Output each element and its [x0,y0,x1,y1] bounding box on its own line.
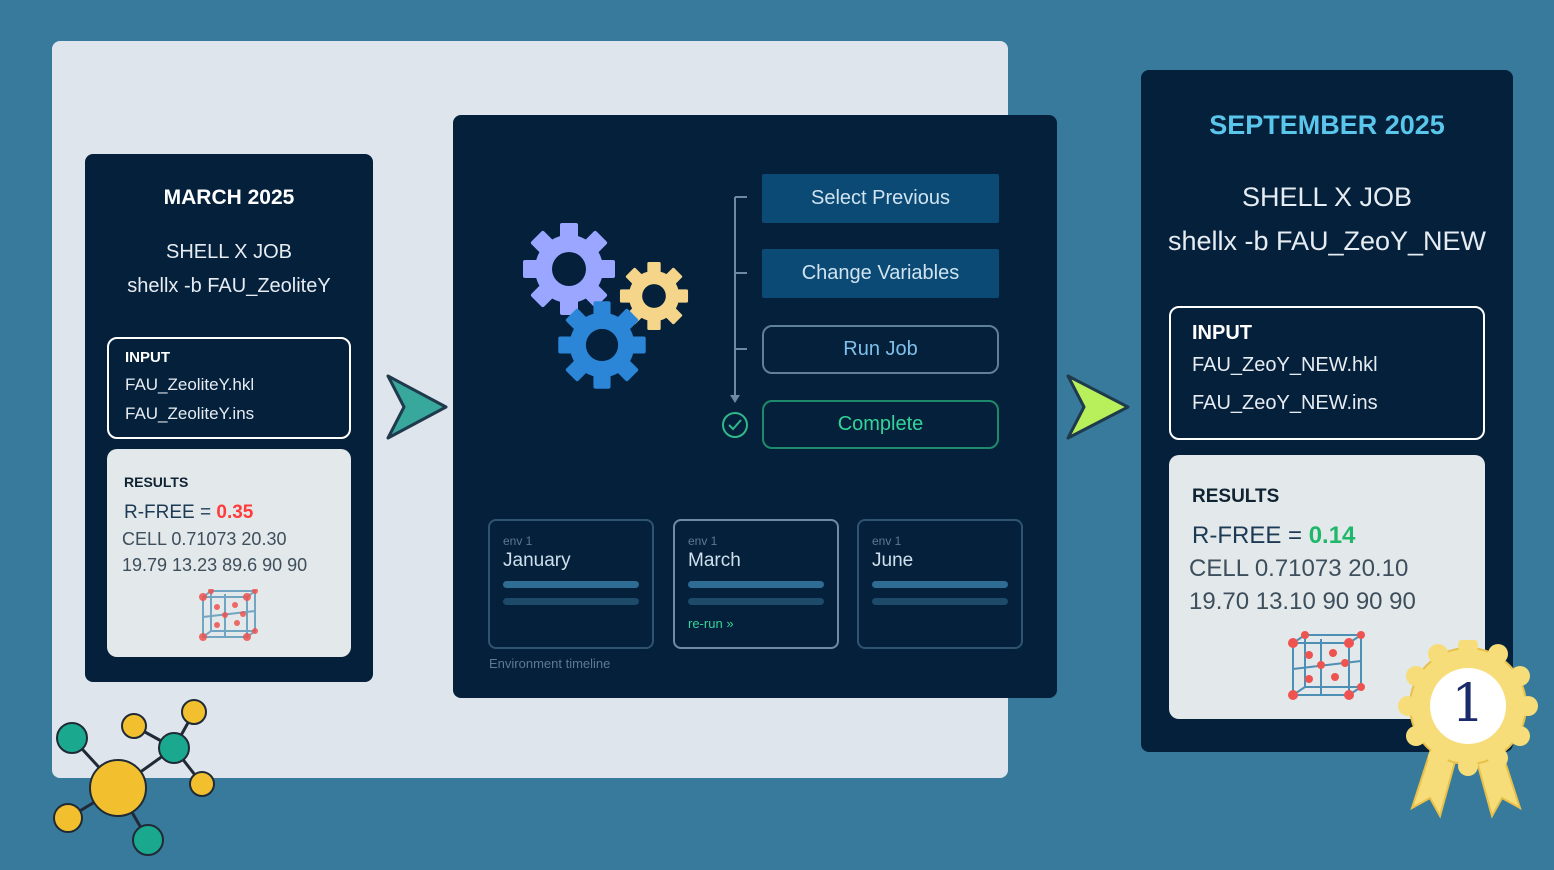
rerun-link[interactable]: re-run » [688,616,734,631]
after-rfree-label: R-FREE = [1192,522,1309,549]
after-rfree: R-FREE = 0.14 [1192,522,1355,550]
env-progress-bar [688,581,824,588]
before-input-box: INPUT FAU_ZeoliteY.hkl FAU_ZeoliteY.ins [107,337,351,439]
award-ribbon-icon: 1 [1394,640,1542,825]
env-card-june[interactable]: env 1 June [857,519,1023,649]
env-progress-bar [872,598,1008,605]
change-variables-button[interactable]: Change Variables [762,249,999,298]
after-cell-line-1: CELL 0.71073 20.10 [1189,555,1409,582]
after-job-title: SHELL X JOB [1241,182,1413,212]
after-input-box: INPUT FAU_ZeoY_NEW.hkl FAU_ZeoY_NEW.ins [1169,306,1485,440]
env-progress-bar [688,598,824,605]
env-name: June [872,550,914,571]
env-tag: env 1 [688,534,718,548]
before-rfree-label: R-FREE = [124,502,217,523]
before-input-file-ins: FAU_ZeoliteY.ins [125,404,255,423]
arrow-right-icon [1066,374,1130,440]
before-input-file-hkl: FAU_ZeoliteY.hkl [125,375,255,394]
before-input-label: INPUT [125,349,170,366]
select-previous-button[interactable]: Select Previous [762,174,999,223]
before-job-command: shellx -b FAU_ZeoliteY [127,275,331,297]
environment-timeline-caption: Environment timeline [489,656,611,671]
check-circle-icon [722,412,748,438]
before-rfree: R-FREE = 0.35 [124,502,253,524]
after-rfree-value: 0.14 [1308,522,1356,549]
after-results-label: RESULTS [1192,486,1280,507]
crystal-structure-icon [199,589,258,641]
after-job-command: shellx -b FAU_ZeoY_NEW [1167,226,1487,256]
before-results-label: RESULTS [124,474,189,490]
after-date-title: SEPTEMBER 2025 [1209,110,1445,140]
before-job-title: SHELL X JOB [166,241,292,263]
award-ribbon-shape [1398,640,1538,819]
before-cell-line-1: CELL 0.71073 20.30 [122,529,287,549]
after-job-card: SEPTEMBER 2025 SHELL X JOB shellx -b FAU… [1141,70,1513,752]
env-card-january[interactable]: env 1 January [488,519,654,649]
before-date-title: MARCH 2025 [163,186,295,209]
after-input-file-ins: FAU_ZeoY_NEW.ins [1192,392,1378,414]
env-progress-bar [872,581,1008,588]
env-name: March [688,550,741,571]
before-job-card: MARCH 2025 SHELL X JOB shellx -b FAU_Zeo… [85,154,373,682]
workflow-card: Select Previous Change Variables Run Job… [453,115,1057,698]
crystal-structure-icon [1288,631,1365,700]
after-cell-line-2: 19.70 13.10 90 90 90 [1189,588,1416,615]
run-job-button[interactable]: Run Job [762,325,999,374]
after-input-label: INPUT [1192,322,1252,344]
env-name: January [503,550,571,571]
arrow-right-icon [386,374,448,440]
env-card-march[interactable]: env 1 March re-run » [673,519,839,649]
workflow-timeline-line [722,196,748,438]
env-tag: env 1 [503,534,533,548]
env-progress-bar [503,581,639,588]
complete-status: Complete [762,400,999,449]
gears-icon [523,223,689,389]
molecule-icon [53,699,215,856]
after-input-file-hkl: FAU_ZeoY_NEW.hkl [1192,354,1378,376]
double-chevron-right-icon: » [726,616,734,631]
award-number: 1 [1451,674,1485,734]
env-progress-bar [503,598,639,605]
env-tag: env 1 [872,534,902,548]
before-rfree-value: 0.35 [216,502,254,523]
before-results-box: RESULTS R-FREE = 0.35 CELL 0.71073 20.30… [107,449,351,657]
before-cell-line-2: 19.79 13.23 89.6 90 90 [122,555,308,575]
